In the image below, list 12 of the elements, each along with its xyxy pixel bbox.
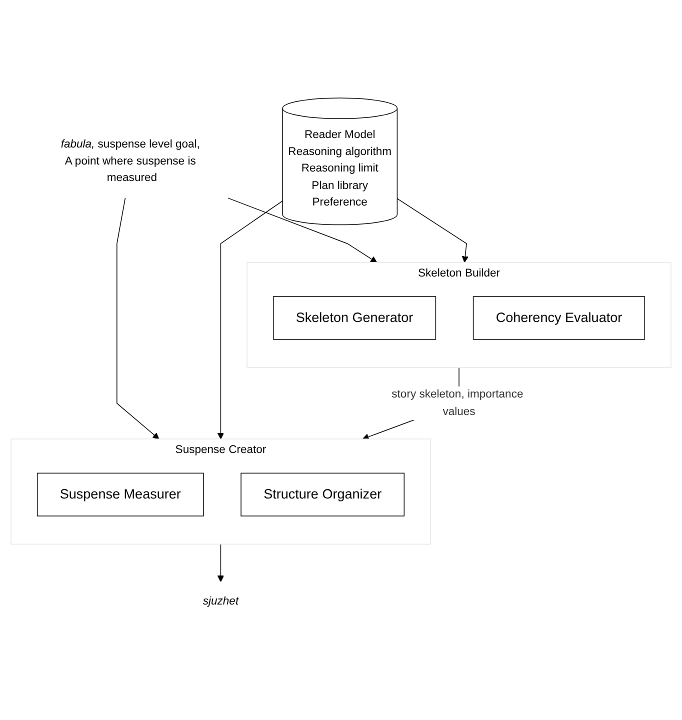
node-box: Suspense Measurer <box>36 473 204 517</box>
arrow <box>217 544 224 582</box>
node-text: sjuzhet <box>202 594 239 608</box>
node-box: Structure Organizer <box>240 473 405 517</box>
arrow <box>228 198 378 264</box>
edge-label: story skeleton, importance values <box>392 388 524 418</box>
node-box: Skeleton Generator <box>272 296 436 340</box>
arrow <box>116 198 160 440</box>
node-text: fabula, suspense level goal, A point where suspense is measured <box>60 138 200 185</box>
arrow <box>396 198 468 264</box>
arrow <box>217 200 283 440</box>
node-box: Coherency Evaluator <box>472 296 646 340</box>
